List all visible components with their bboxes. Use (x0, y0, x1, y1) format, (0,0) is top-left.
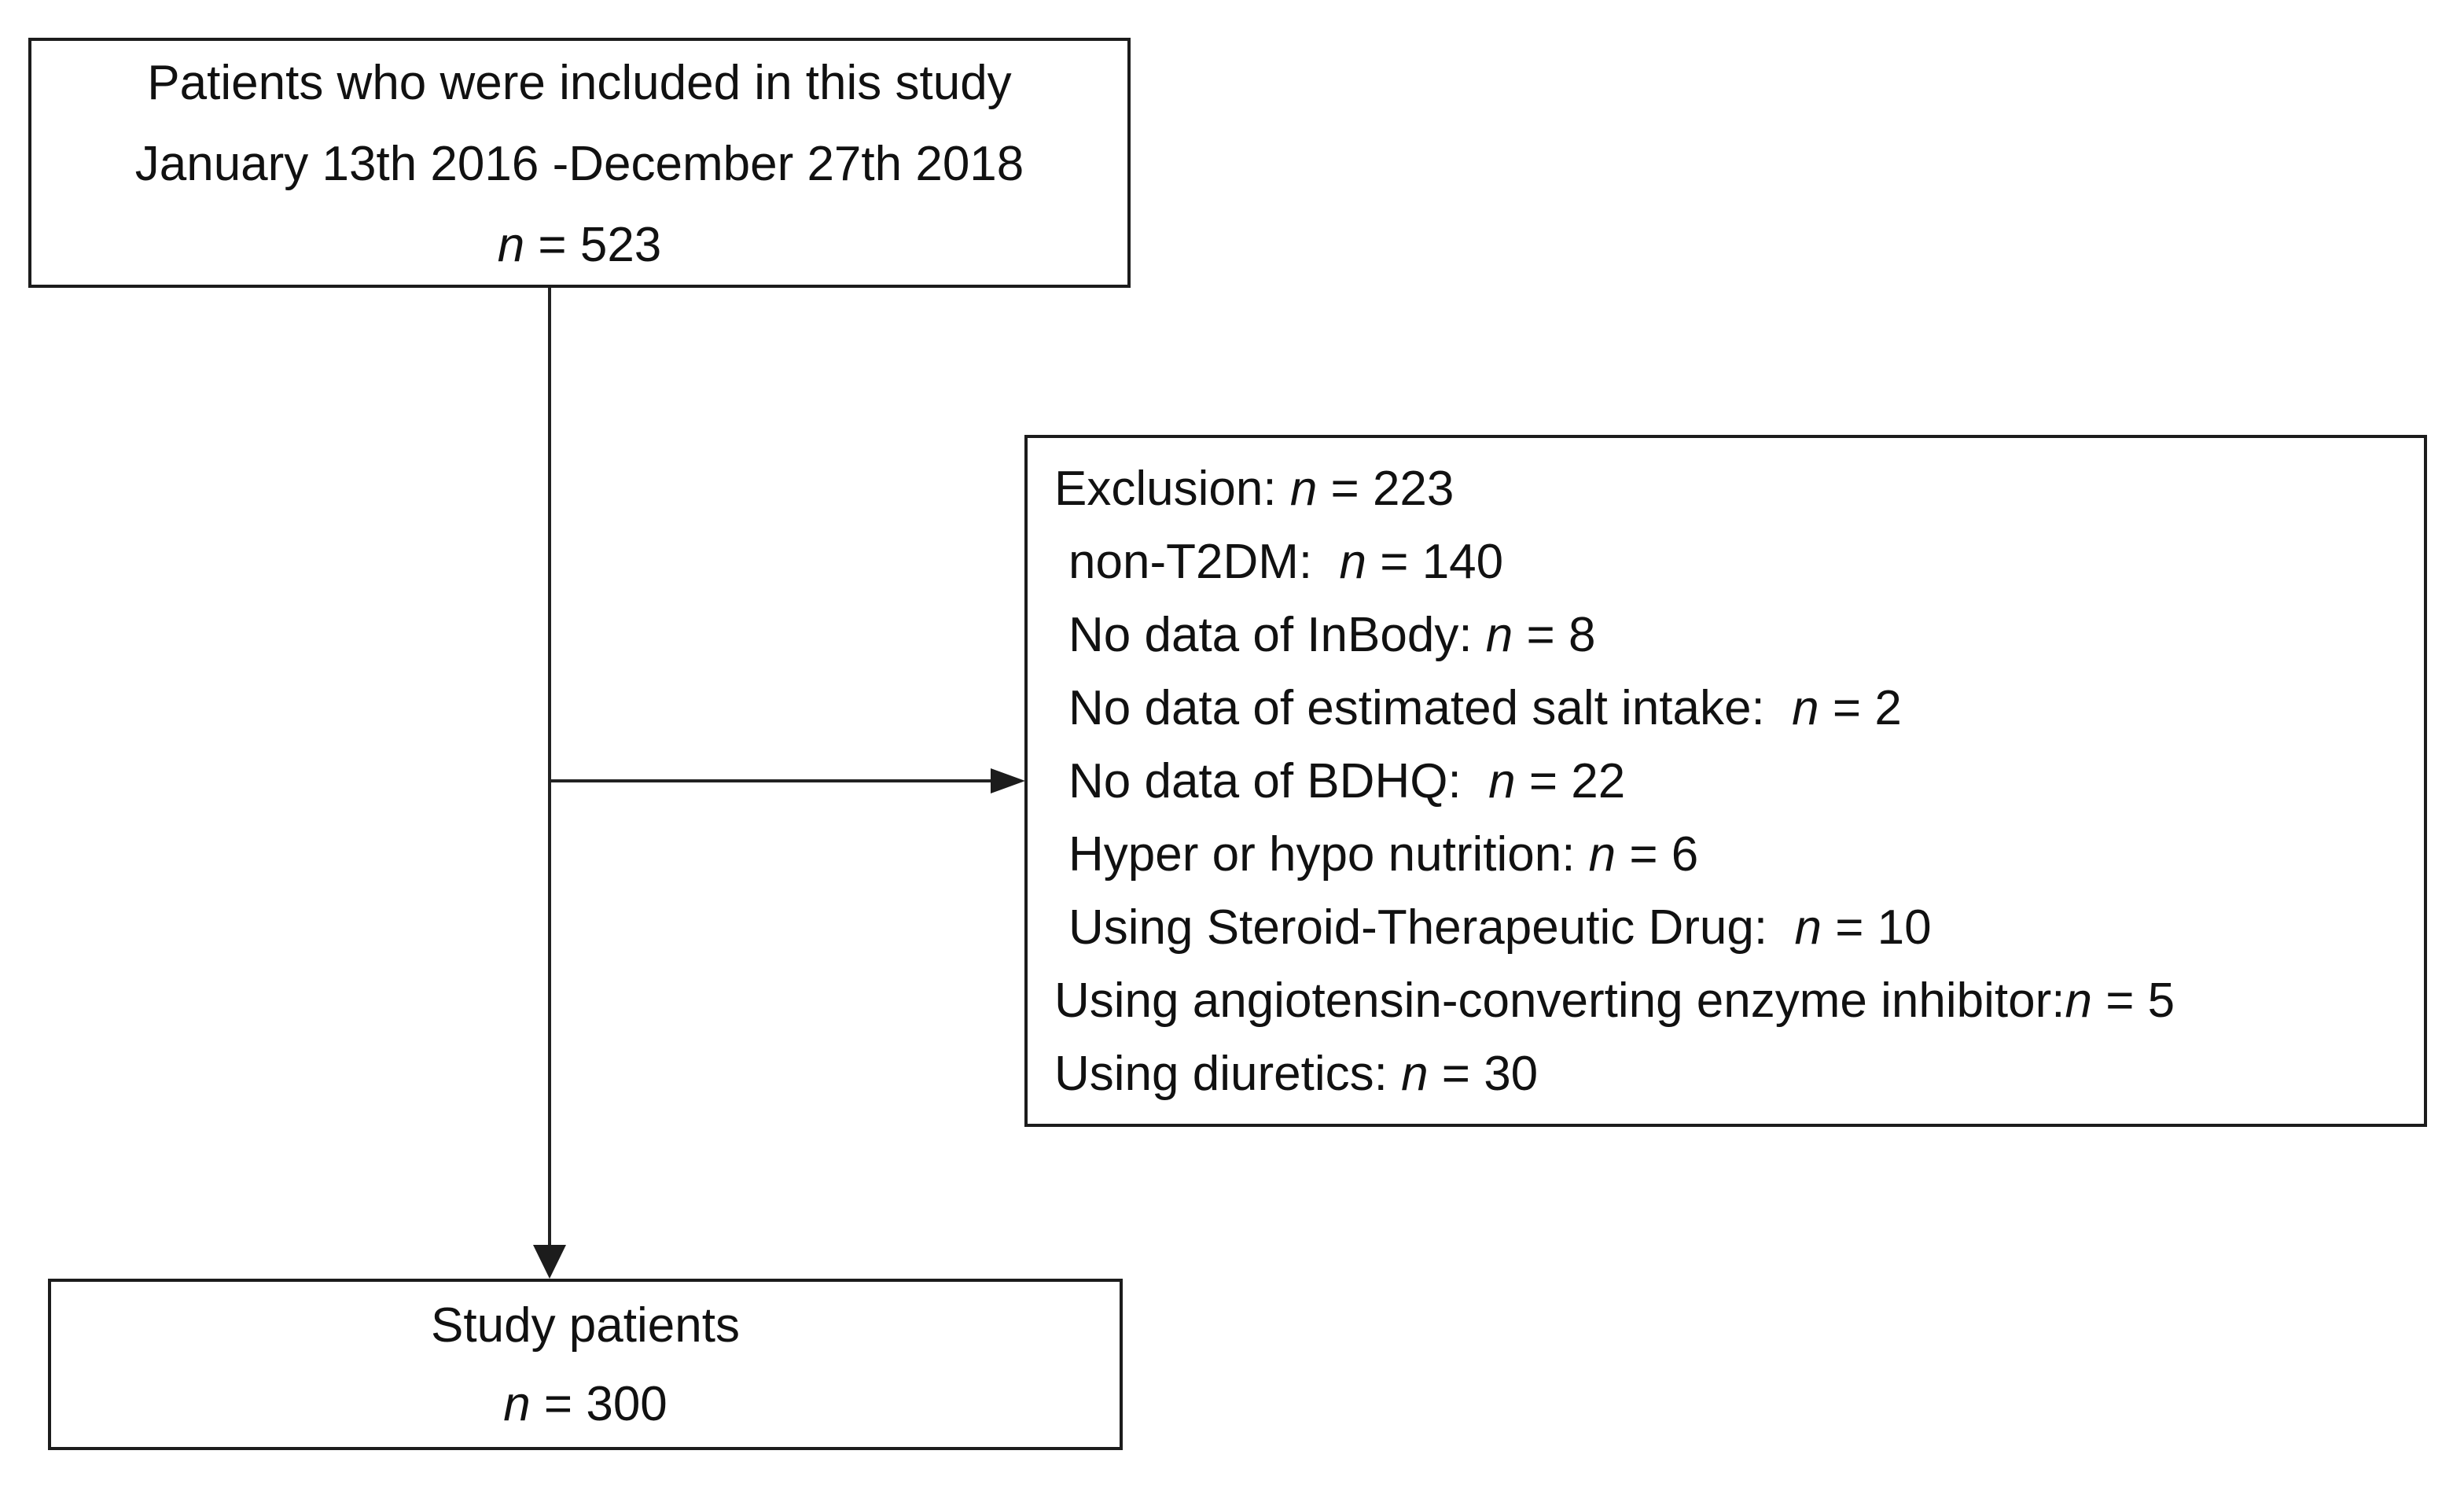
enrollment-n-symbol: n (497, 218, 525, 272)
enrollment-date-range: January 13th 2016 -December 27th 2018 (31, 123, 1127, 204)
enrollment-n-value: = 523 (524, 218, 662, 272)
exclusion-item-hyper-hypo-nutrition: Hyper or hypo nutrition: n = 6 (1054, 818, 2411, 891)
exclusion-item-non-t2dm: non-T2DM: n = 140 (1054, 525, 2411, 598)
exclusion-item-n-value: = 30 (1428, 1047, 1539, 1101)
study-n-symbol: n (503, 1377, 531, 1431)
exclusion-item-n-value: = 22 (1515, 754, 1626, 808)
exclusion-item-label: Using angiotensin-converting enzyme inhi… (1054, 974, 2065, 1028)
study-patients-count: n = 300 (51, 1365, 1120, 1444)
exclusion-item-label: Hyper or hypo nutrition: (1068, 827, 1589, 882)
exclusion-item-n-value: = 8 (1513, 608, 1596, 662)
exclusion-item-n-symbol: n (1488, 754, 1516, 808)
exclusion-total-n-value: = 223 (1317, 462, 1454, 516)
exclusion-item-steroid-drug: Using Steroid-Therapeutic Drug: n = 10 (1054, 891, 2411, 964)
exclusion-item-ace-inhibitor: Using angiotensin-converting enzyme inhi… (1054, 964, 2411, 1037)
exclusion-item-n-value: = 10 (1822, 900, 1932, 955)
exclusion-item-no-salt-intake: No data of estimated salt intake: n = 2 (1054, 672, 2411, 745)
exclusion-total: Exclusion: n = 223 (1054, 452, 2411, 525)
exclusion-item-n-value: = 6 (1616, 827, 1699, 882)
enrollment-title-text: Patients who were included in this study (147, 56, 1012, 110)
exclusion-item-label: non-T2DM: (1068, 535, 1340, 589)
exclusion-total-label: Exclusion: (1054, 462, 1290, 516)
exclusion-item-n-symbol: n (1485, 608, 1513, 662)
study-patients-box: Study patients n = 300 (48, 1279, 1123, 1450)
down-arrowhead-icon (533, 1245, 566, 1279)
exclusion-item-n-symbol: n (1794, 900, 1822, 955)
vertical-flow-line (548, 288, 551, 1246)
exclusion-item-n-symbol: n (1339, 535, 1367, 589)
exclusion-branch-line (550, 779, 991, 782)
exclusion-box: Exclusion: n = 223 non-T2DM: n = 140 No … (1024, 435, 2427, 1127)
exclusion-item-label: Using diuretics: (1054, 1047, 1402, 1101)
enrollment-date-range-text: January 13th 2016 -December 27th 2018 (134, 137, 1024, 191)
exclusion-item-n-symbol: n (2065, 974, 2092, 1028)
exclusion-item-label: No data of estimated salt intake: (1068, 681, 1793, 735)
exclusion-item-n-symbol: n (1401, 1047, 1429, 1101)
exclusion-item-diuretics: Using diuretics: n = 30 (1054, 1037, 2411, 1110)
study-patients-title-text: Study patients (431, 1298, 740, 1353)
exclusion-item-n-value: = 2 (1819, 681, 1902, 735)
exclusion-item-label: No data of BDHQ: (1068, 754, 1489, 808)
exclusion-item-label: Using Steroid-Therapeutic Drug: (1068, 900, 1795, 955)
exclusion-item-no-bdhq: No data of BDHQ: n = 22 (1054, 745, 2411, 818)
study-patients-title: Study patients (51, 1287, 1120, 1365)
exclusion-item-no-inbody: No data of InBody: n = 8 (1054, 598, 2411, 672)
exclusion-total-n-symbol: n (1289, 462, 1318, 516)
enrollment-box: Patients who were included in this study… (28, 38, 1131, 288)
exclusion-item-n-value: = 5 (2091, 974, 2175, 1028)
exclusion-item-n-value: = 140 (1366, 535, 1504, 589)
exclusion-item-n-symbol: n (1792, 681, 1819, 735)
exclusion-item-n-symbol: n (1588, 827, 1616, 882)
enrollment-count: n = 523 (31, 204, 1127, 285)
right-arrowhead-icon (991, 768, 1025, 793)
study-n-value: = 300 (530, 1377, 667, 1431)
enrollment-title: Patients who were included in this study (31, 42, 1127, 123)
exclusion-item-label: No data of InBody: (1068, 608, 1486, 662)
